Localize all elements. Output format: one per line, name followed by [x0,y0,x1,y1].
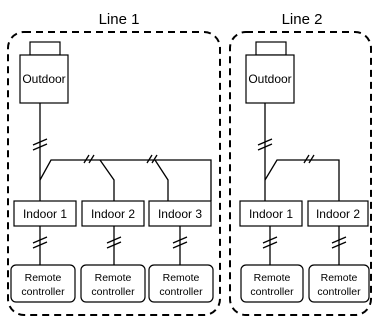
outdoor-label: Outdoor [22,72,65,86]
remote-label-line2: controller [250,286,294,298]
line-2-wire-marks [257,138,347,249]
line-2-title: Line 2 [282,11,323,28]
line-1-wiring [39,103,212,265]
remote-label-line1: Remote [254,272,291,284]
line-2-remote-2: Remote controller [308,264,370,303]
line-1-wire-marks [32,138,188,249]
line-2-indoor-2: Indoor 2 [307,200,369,227]
line-2-boundary [229,31,372,316]
line-2-group: Line 2 Outdoor Indoor 1 [229,11,372,316]
remote-label-line1: Remote [163,272,200,284]
remote-label-line2: controller [91,286,135,298]
line-1-remote-1: Remote controller [10,264,76,303]
line-2-wiring [264,103,340,265]
line-1-indoor-2: Indoor 2 [81,200,145,227]
outdoor-fan-icon [29,41,61,56]
remote-label-line1: Remote [95,272,132,284]
remote-label-line2: controller [21,286,65,298]
line-2-remote-1: Remote controller [240,264,304,303]
indoor-label: Indoor 1 [249,207,293,221]
line-1-indoor-1: Indoor 1 [13,200,77,227]
remote-label-line2: controller [317,286,361,298]
indoor-label: Indoor 2 [316,207,360,221]
line-1-boundary [7,31,221,316]
remote-label-line1: Remote [25,272,62,284]
line-1-group: Line 1 Outdoor [7,11,221,316]
indoor-label: Indoor 3 [158,207,202,221]
outdoor-label: Outdoor [248,72,291,86]
line-1-title: Line 1 [99,11,140,28]
remote-label-line2: controller [159,286,203,298]
remote-label-line1: Remote [321,272,358,284]
indoor-label: Indoor 1 [23,207,67,221]
line-1-remote-3: Remote controller [148,264,214,303]
outdoor-fan-icon [255,41,287,56]
indoor-label: Indoor 2 [91,207,135,221]
line-2-outdoor-unit: Outdoor [245,41,295,104]
line-1-indoor-3: Indoor 3 [148,200,212,227]
line-2-indoor-1: Indoor 1 [239,200,303,227]
line-1-outdoor-unit: Outdoor [19,41,69,104]
line-1-remote-2: Remote controller [80,264,146,303]
